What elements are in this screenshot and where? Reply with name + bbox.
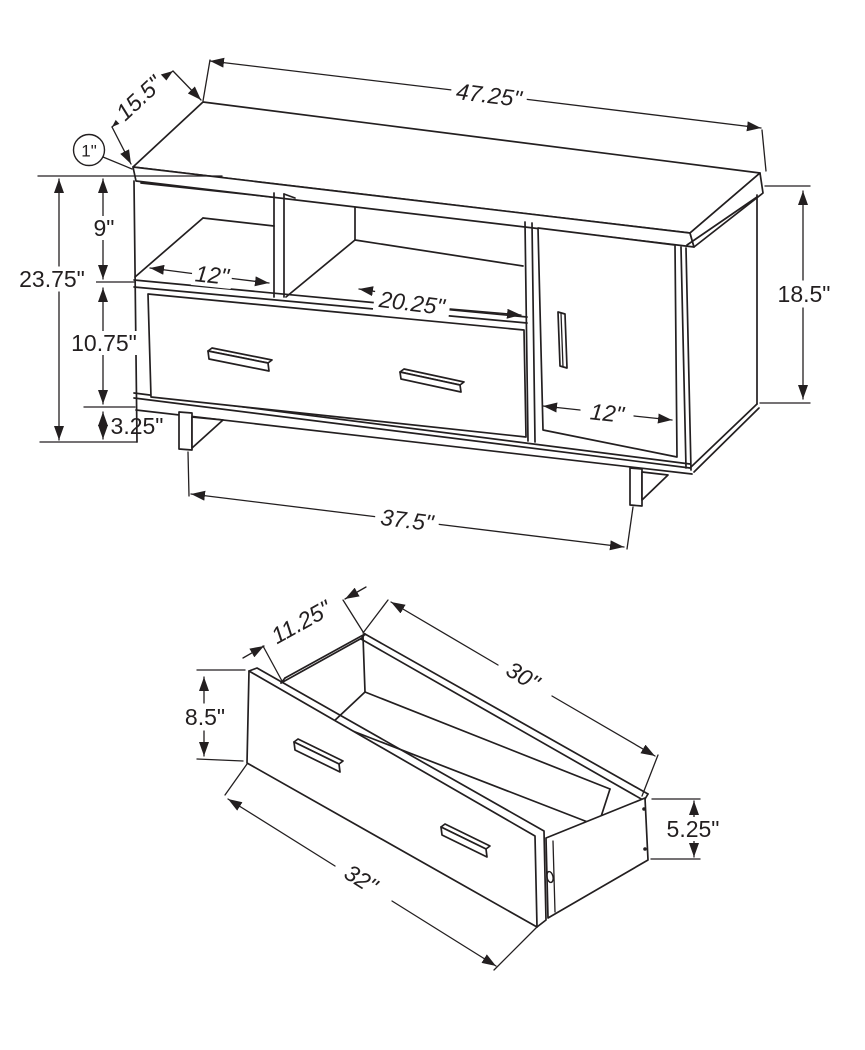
stand-door [537, 227, 678, 458]
dim-top-thickness: 1" [72, 133, 133, 170]
drawer-side-panel [545, 797, 649, 919]
dim-overall-height: 23.75" [8, 178, 96, 441]
dim-middle-opening-label: 20.25" [377, 286, 448, 320]
dim-drawer-front-height: 10.75" [60, 287, 148, 405]
dim-drawer-front-height: 8.5" [183, 669, 246, 762]
screw-hole-front [546, 870, 554, 884]
dim-leg-height: 3.25" [98, 411, 164, 440]
dim-drawer-depth-label: 11.25" [267, 594, 337, 649]
dim-left-opening-label: 12" [194, 260, 232, 290]
drawer-view: 11.25" 30" 8.5" [183, 586, 722, 971]
drawer-handle-left [293, 738, 344, 773]
dim-leg-height-label: 3.25" [111, 413, 164, 439]
dim-top-width-label: 47.25" [455, 78, 525, 112]
screw-hole-top [642, 807, 646, 811]
dim-door-width: 12" [542, 398, 673, 428]
dim-overall-height-label: 23.75" [19, 266, 85, 292]
tv-stand-view: 15.5" 47.25" 1" [8, 57, 836, 551]
stand-drawer-handle-right [399, 368, 465, 393]
drawer-front-panel [246, 667, 547, 928]
dim-side-height-label: 18.5" [778, 281, 831, 307]
stand-legs [178, 411, 669, 507]
stand-dimensions: 15.5" 47.25" 1" [8, 57, 836, 551]
dim-top-thickness-label: 1" [81, 142, 97, 161]
dim-drawer-side-height-label: 5.25" [667, 816, 720, 842]
dim-drawer-front-height-label: 10.75" [71, 330, 137, 356]
stand-carcass [133, 180, 760, 475]
dim-middle-opening: 20.25" [358, 286, 522, 320]
stand-drawer-handle-left [207, 347, 273, 372]
stand-drawer-front [147, 293, 527, 438]
stand-top-panel [132, 101, 764, 248]
screw-hole-bottom [643, 847, 647, 851]
dim-drawer-back-length: 30" [362, 599, 659, 797]
dim-drawer-front-height-label: 8.5" [185, 704, 225, 730]
dim-side-height: 18.5" [759, 185, 836, 404]
dim-drawer-side-height: 5.25" [650, 798, 722, 860]
dim-footprint-width: 37.5" [187, 451, 634, 551]
dim-footprint-width-label: 37.5" [379, 504, 437, 536]
drawer-interior-lines [280, 633, 649, 827]
drawer-handle-right [440, 823, 491, 858]
dim-left-opening: 12" [149, 260, 270, 290]
dim-opening-height: 9" [91, 178, 117, 280]
dim-opening-height-label: 9" [94, 215, 115, 241]
dim-door-width-label: 12" [589, 398, 627, 428]
stand-door-handle [557, 311, 568, 369]
